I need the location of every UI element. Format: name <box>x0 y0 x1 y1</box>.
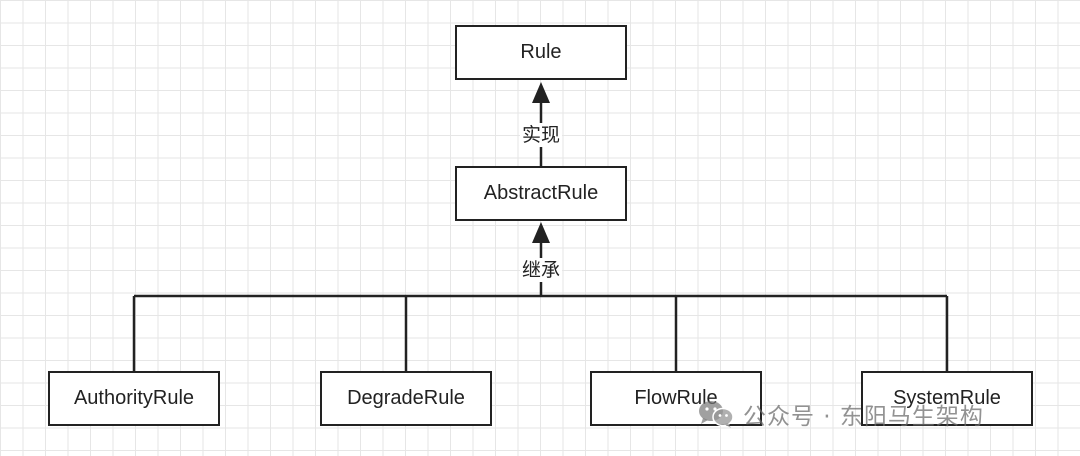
wechat-icon <box>699 401 734 428</box>
implements-arrowhead <box>532 82 550 103</box>
authority-rule-node[interactable]: AuthorityRule <box>48 371 220 426</box>
abstract-rule-node-label: AbstractRule <box>483 182 599 204</box>
rule-node[interactable]: Rule <box>455 25 627 80</box>
system-rule-node-label: SystemRule <box>893 387 1001 409</box>
rule-node-label: Rule <box>520 41 562 63</box>
flow-rule-node-label: FlowRule <box>634 387 718 409</box>
inherits-label: 继承 <box>519 258 563 282</box>
inherits-arrowhead <box>532 222 550 243</box>
watermark-text: 公众号 · 东阳马生架构 <box>743 404 984 430</box>
system-rule-node[interactable]: SystemRule <box>861 371 1033 426</box>
implements-label: 实现 <box>519 123 563 147</box>
authority-rule-node-label: AuthorityRule <box>73 387 195 409</box>
degrade-rule-node-label: DegradeRule <box>347 387 465 409</box>
degrade-rule-node[interactable]: DegradeRule <box>320 371 492 426</box>
abstract-rule-node[interactable]: AbstractRule <box>455 166 627 221</box>
watermark: 公众号 · 东阳马生架构 <box>697 396 984 432</box>
